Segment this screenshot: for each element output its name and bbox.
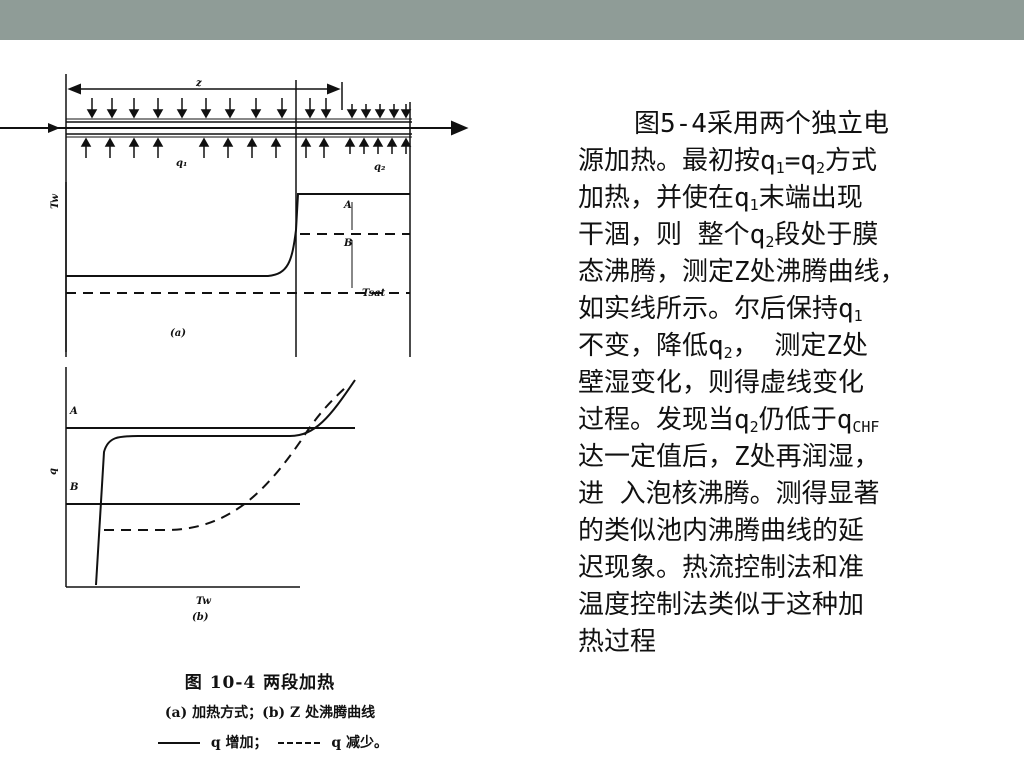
z-label: z: [196, 78, 202, 89]
legend-solid-text: q 增加；: [210, 735, 268, 751]
tw-label-a: Tw: [49, 194, 61, 209]
paragraph-line-13: 迟现象。热流控制法和准: [578, 553, 865, 583]
paragraph-line-1: 图5-4采用两个独立电: [634, 109, 889, 139]
tsat-label: Tsat: [362, 288, 386, 299]
paragraph-line-12: 的类似池内沸腾曲线的延: [578, 516, 865, 546]
paragraph-line-2: 源加热。最初按q1=q2方式: [578, 146, 878, 177]
paragraph-line-8: 壁湿变化，则得虚线变化: [578, 368, 865, 398]
tw-label-b: Tw: [196, 596, 211, 607]
top-title-band: [0, 0, 1024, 40]
figure-caption-title: 图 10-4 两段加热: [184, 673, 336, 693]
paragraph-line-10: 达一定值后，Z处再润湿，: [578, 442, 880, 472]
panel-a-label: (a): [170, 328, 186, 339]
dashed-line-legend-icon: [278, 742, 321, 744]
paragraph-line-7: 不变，降低q2， 测定Z处: [578, 331, 868, 362]
paragraph-line-11: 进 入泡核沸腾。测得显著: [578, 479, 880, 509]
a-label-a: A: [344, 200, 352, 211]
a-label-b: A: [70, 406, 78, 417]
paragraph-line-14: 温度控制法类似于这种加: [578, 590, 865, 620]
solid-line-legend-icon: [158, 742, 201, 744]
figure-caption-line1: (a) 加热方式；(b) Z 处沸腾曲线: [164, 705, 376, 721]
heater-arrows: [80, 98, 412, 158]
figure-drawing: [0, 74, 469, 588]
b-label-b: B: [70, 482, 79, 493]
paragraph-line-5: 态沸腾，测定Z处沸腾曲线，: [578, 257, 906, 287]
two-stage-heating-figure: z q₁ q₂ Tw A B Tsat (a) A B q Tw (b) 图 1…: [0, 62, 480, 768]
figure-caption-line2: q 增加； q 减少。: [80, 732, 460, 752]
q2-label: q₂: [374, 162, 386, 173]
q1-label: q₁: [176, 158, 188, 169]
q-axis-label: q: [48, 468, 59, 475]
panel-b-label: (b): [192, 612, 209, 623]
legend-dash-text: q 减少。: [331, 735, 388, 751]
paragraph-line-9: 过程。发现当q2仍低于qCHF: [578, 405, 880, 436]
paragraph-line-3: 加热，并使在q1末端出现: [578, 183, 863, 214]
b-label-a: B: [344, 238, 353, 249]
paragraph-line-6: 如实线所示。尔后保持q1: [578, 294, 863, 325]
paragraph-line-4: 干涸，则 整个q2段处于膜: [578, 220, 879, 251]
paragraph-line-15: 热过程: [578, 627, 657, 657]
explanation-paragraph: 图5-4采用两个独立电 源加热。最初按q1=q2方式 加热，并使在q1末端出现 …: [578, 106, 998, 661]
